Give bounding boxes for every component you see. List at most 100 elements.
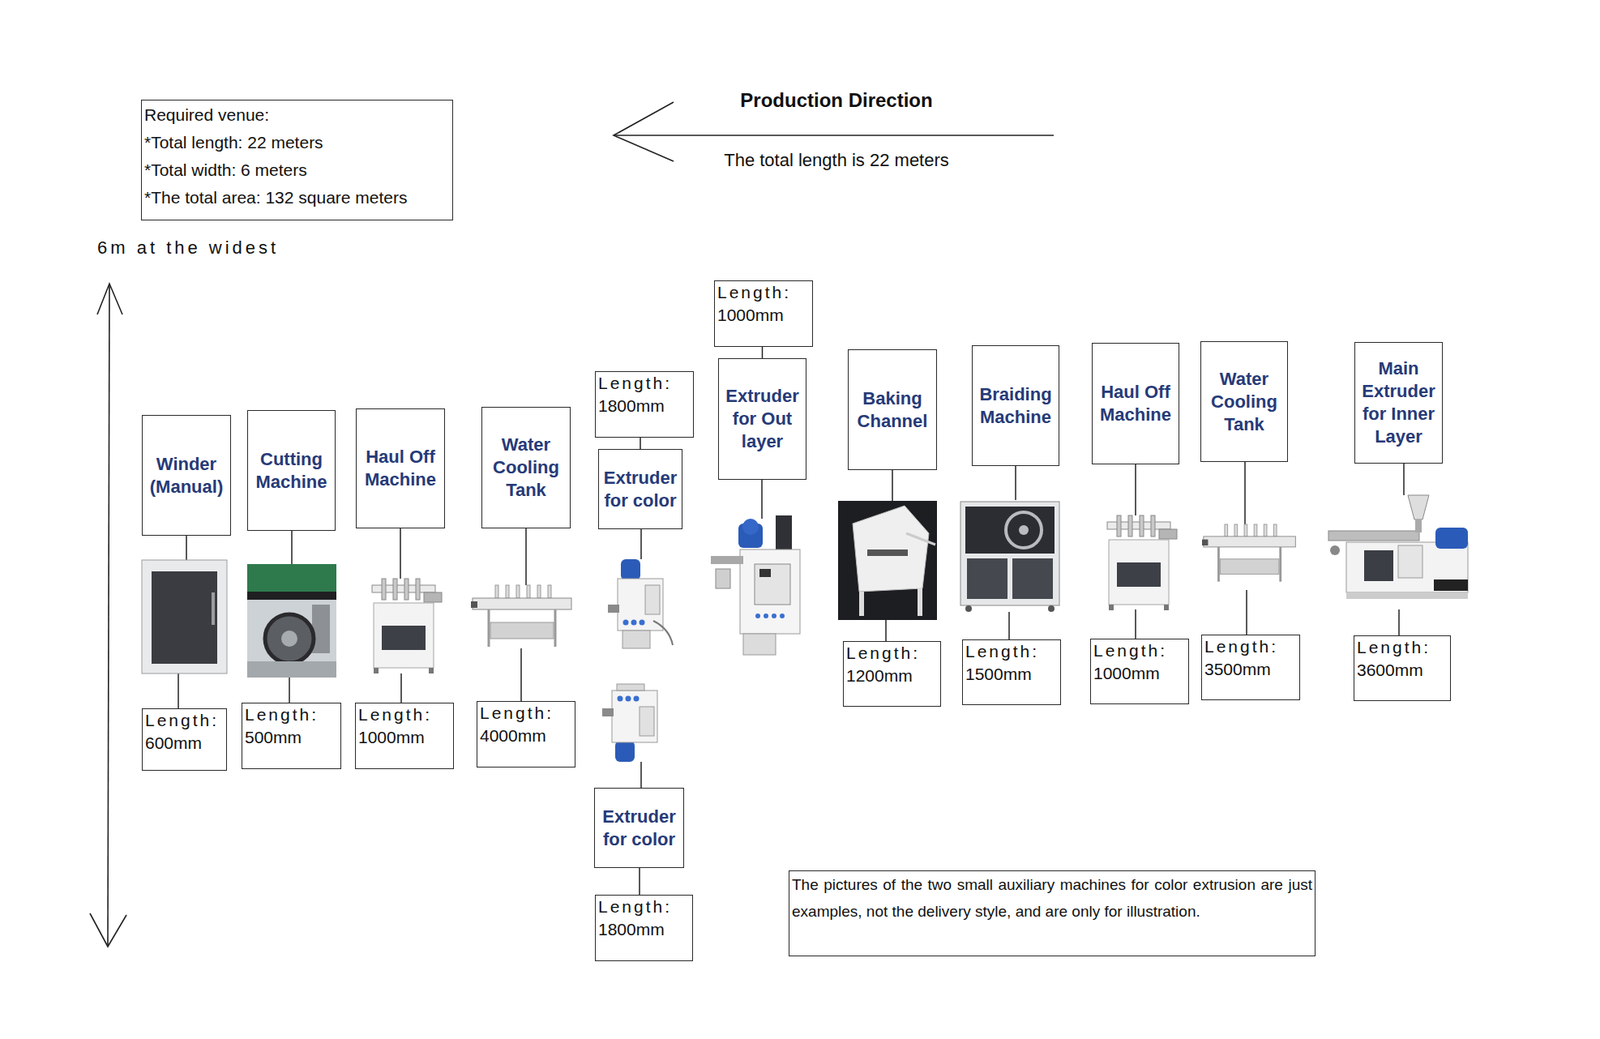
machine-cover [247, 564, 337, 592]
width-label: 6m at the widest [97, 237, 279, 259]
length-box: Length: 1000mm [1090, 638, 1190, 705]
tank-post [1224, 524, 1228, 537]
main-extruder-illustration [1328, 495, 1468, 599]
drive-unit [1159, 529, 1177, 540]
tank-shelf [490, 622, 554, 639]
note-box: The pictures of the two small auxiliary … [788, 870, 1316, 957]
panel-screen [759, 568, 771, 578]
leader-line [290, 530, 293, 565]
length-text: Length: 1000mm [358, 703, 451, 749]
machine-door [966, 558, 1008, 599]
machine-base [616, 684, 645, 691]
leader-line [640, 529, 642, 560]
length-text: Length: 600mm [145, 709, 224, 755]
motor [1435, 527, 1468, 549]
direction-title: Production Direction [674, 89, 999, 112]
leader-line [288, 677, 291, 703]
leader-line [1014, 466, 1017, 501]
width-arrow-head [89, 913, 127, 947]
display [775, 515, 792, 553]
hopper-neck [1415, 519, 1422, 533]
color-extruder-illustration [602, 684, 658, 762]
knob [633, 696, 640, 702]
machine-panel [151, 571, 218, 664]
knob [623, 620, 629, 626]
machine-foot [373, 667, 379, 674]
length-text: Length: 1800mm [598, 895, 690, 942]
length-box: Length: 1200mm [842, 641, 942, 707]
connector-line [761, 346, 764, 359]
machine-foot [428, 667, 434, 674]
length-box: Length: 1800mm [594, 894, 694, 962]
machine-body [611, 690, 658, 743]
machine-name: Braiding Machine [974, 383, 1057, 429]
machine-name: Extruder for color [596, 805, 682, 852]
leader-line [1245, 590, 1248, 635]
control-panel [1398, 545, 1423, 578]
length-box: Length: 4000mm [476, 701, 576, 768]
knob [631, 620, 638, 626]
width-arrow-line [107, 285, 110, 946]
length-text: Length: 4000mm [479, 701, 573, 748]
venue-text: Required venue: [144, 101, 450, 129]
tank-post [1244, 524, 1248, 537]
length-box: Length: 1000mm [714, 280, 813, 347]
cable [653, 620, 673, 646]
drive-unit [423, 592, 442, 603]
machine-panel [1364, 550, 1394, 582]
machine-body [960, 501, 1060, 606]
leader-line [1134, 464, 1137, 516]
leader-line [177, 673, 180, 709]
haul-off-illustration [372, 578, 442, 674]
wheel-hub [1018, 525, 1029, 535]
machine-body [1108, 539, 1169, 605]
length-box: Length: 500mm [241, 702, 342, 770]
roller [1150, 515, 1156, 537]
control-panel [639, 706, 655, 736]
cutter-hub [281, 630, 298, 647]
oven-hood [852, 505, 929, 592]
tank-post [547, 585, 552, 599]
roller [415, 578, 420, 600]
machine-label-box: Haul Off Machine [355, 408, 445, 529]
length-box: Length: 3500mm [1201, 634, 1301, 701]
machine-name: Extruder for color [600, 466, 681, 513]
motor [615, 740, 635, 762]
length-text: Length: 1200mm [846, 641, 938, 688]
note-text: The pictures of the two small auxiliary … [791, 871, 1313, 925]
barrel [1328, 530, 1420, 541]
leader-line [400, 673, 403, 703]
leader-line [1244, 462, 1246, 525]
braiding-wheel [1005, 512, 1042, 548]
machine-base [743, 633, 776, 655]
leader-line [1398, 609, 1400, 636]
direction-arrow-line [613, 134, 1054, 137]
knob [771, 613, 777, 619]
leader-line [520, 648, 522, 702]
cutter-wheel [265, 614, 314, 664]
oven-leg [917, 588, 923, 617]
roller [381, 578, 386, 600]
machine-label-box: Water Cooling Tank [1200, 341, 1288, 463]
leader-line [185, 535, 188, 561]
leader-line [761, 479, 763, 519]
machine-body [141, 560, 227, 674]
roller [404, 578, 409, 600]
machine-name: Winder (Manual) [144, 453, 229, 499]
machine-body [1346, 542, 1468, 593]
water-tank-illustration [1202, 524, 1296, 582]
roller [1128, 515, 1133, 537]
caster [965, 605, 972, 612]
leader-line [1403, 463, 1405, 496]
machine-part [312, 604, 330, 654]
machine-base [1346, 592, 1468, 599]
tank-leg [1279, 547, 1282, 582]
machine-name: Haul Off Machine [358, 445, 443, 492]
out-layer-extruder-illustration [710, 515, 800, 655]
tank-post [526, 585, 531, 599]
venue-text: *Total length: 22 meters [144, 128, 450, 157]
motor-cap [742, 518, 759, 535]
machine-base [247, 661, 337, 678]
oven-leg [859, 591, 865, 617]
die-head [1330, 545, 1340, 556]
